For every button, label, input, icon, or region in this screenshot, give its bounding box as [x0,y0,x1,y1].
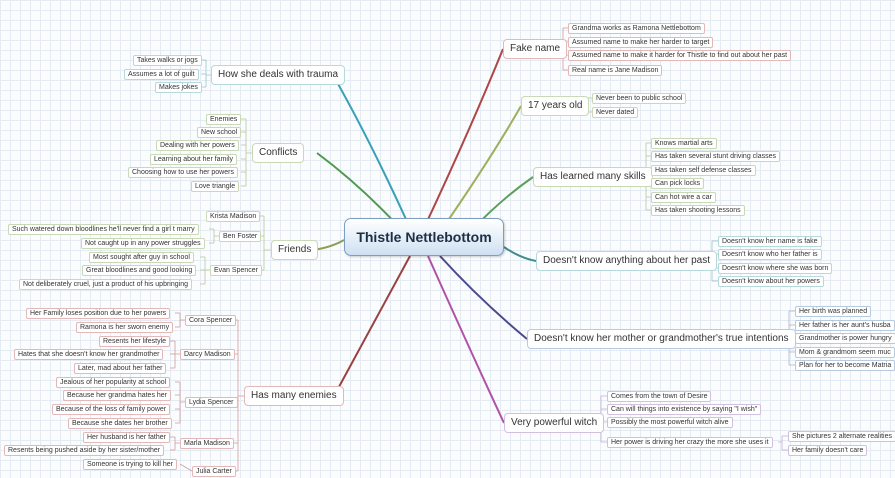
topic-fake-name[interactable]: Fake name [503,39,568,59]
bracket-friends [263,216,271,270]
subtopic-item[interactable]: Doesn't know where she was born [718,263,833,274]
subtopic-item[interactable]: Never been to public school [592,93,687,104]
topic-17-years-old[interactable]: 17 years old [521,96,590,116]
subtopic-item[interactable]: Her Family loses position due to her pow… [26,308,171,319]
subtopic-item[interactable]: Assumed name to make her harder to targe… [568,37,714,48]
enemy-marla-madison[interactable]: Marla Madison [180,438,234,449]
bracket-trauma [205,60,211,87]
enemy-lydia-spencer[interactable]: Lydia Spencer [185,397,238,408]
subtopic-item[interactable]: Assumed name to make it harder for Thist… [568,50,792,61]
bracket-conflicts [245,119,252,186]
branch-fake-name [423,48,504,229]
subtopic-item[interactable]: Assumes a lot of guilt [124,69,199,80]
bracket-enemies [237,320,244,471]
enemy-darcy-madison[interactable]: Darcy Madison [180,349,235,360]
subtopic-item[interactable]: Not deliberately cruel, just a product o… [19,279,192,290]
subtopic-item[interactable]: Learning about her family [150,154,237,165]
topic-friends[interactable]: Friends [271,240,319,260]
subtopic-item[interactable]: Resents her lifestyle [99,336,171,347]
friend-ben-foster[interactable]: Ben Foster [219,231,262,242]
topic-true-intentions[interactable]: Doesn't know her mother or grandmother's… [527,329,796,349]
bracket-lydia [179,382,185,423]
subtopic-item[interactable]: Because of the loss of family power [52,404,171,415]
subtopic-item[interactable]: Has taken several stunt driving classes [651,151,780,162]
subtopic-item[interactable]: Her birth was planned [795,306,872,317]
branch-17-years-old [439,105,522,233]
subtopic-item[interactable]: Grandmother is power hungry [795,333,895,344]
subtopic-item[interactable]: Ramona is her sworn enemy [76,322,174,333]
subtopic-item[interactable]: Doesn't know her name is fake [718,236,822,247]
topic-trauma[interactable]: How she deals with trauma [211,65,346,85]
subtopic-item[interactable]: Has taken self defense classes [651,165,756,176]
topic-many-enemies[interactable]: Has many enemies [244,386,344,406]
subtopic-item[interactable]: Her family doesn't care [788,445,868,456]
subtopic-item[interactable]: Can hot wire a car [651,192,716,203]
bracket-darcy [174,341,180,368]
branch-conflicts [316,152,401,229]
subtopic-item[interactable]: Mom & grandmom seem muc [795,347,895,358]
topic-past[interactable]: Doesn't know anything about her past [536,251,718,271]
subtopic-item[interactable]: Because she dates her brother [68,418,172,429]
enemy-cora-spencer[interactable]: Cora Spencer [185,315,237,326]
subtopic-item[interactable]: Doesn't know who her father is [718,249,822,260]
bracket-marla [174,437,180,450]
tick-julia [179,463,193,472]
central-topic[interactable]: Thistle Nettlebottom [344,218,504,256]
subtopic-item[interactable]: Most sought after guy in school [89,252,194,263]
subtopic-item[interactable]: Jealous of her popularity at school [56,377,171,388]
friend-evan-spencer[interactable]: Evan Spencer [210,265,262,276]
subtopic-item[interactable]: Can pick locks [651,178,705,189]
subtopic-item[interactable]: Knows martial arts [651,138,717,149]
subtopic-item[interactable]: Her husband is her father [83,432,170,443]
branch-true-intentions [439,255,528,340]
subtopic-item[interactable]: Dealing with her powers [156,140,239,151]
subtopic-item[interactable]: Comes from the town of Desire [607,391,712,402]
subtopic-item[interactable]: Doesn't know about her powers [718,276,824,287]
friend-krista-madison[interactable]: Krista Madison [206,211,261,222]
subtopic-item[interactable]: Not caught up in any power struggles [81,238,205,249]
subtopic-item[interactable]: Possibly the most powerful witch alive [607,417,733,428]
bracket-ben [213,229,219,243]
subtopic-item[interactable]: Real name is Jane Madison [568,65,663,76]
subtopic-item[interactable]: Takes walks or jogs [133,55,202,66]
subtopic-item[interactable]: Great bloodlines and good looking [82,265,197,276]
subtopic-item[interactable]: Hates that she doesn't know her grandmot… [14,349,164,360]
subtopic-item[interactable]: Enemies [206,114,242,125]
subtopic-item[interactable]: Love triangle [191,181,240,192]
subtopic-item[interactable]: She pictures 2 alternate realities [788,431,895,442]
subtopic-item[interactable]: Resents being pushed aside by her sister… [4,445,165,456]
subtopic-item[interactable]: Her father is her aunt's husba [795,320,895,331]
subtopic-item[interactable]: Her power is driving her crazy the more … [607,437,773,448]
enemy-julia-carter[interactable]: Julia Carter [192,466,236,477]
branch-powerful-witch [427,255,505,424]
subtopic-item[interactable]: Plan for her to become Matria [795,360,895,371]
branch-past [503,246,537,262]
subtopic-item[interactable]: New school [197,127,242,138]
subtopic-item[interactable]: Later, mad about her father [74,363,167,374]
branch-trauma [332,74,411,229]
subtopic-item[interactable]: Choosing how to use her powers [128,167,238,178]
subtopic-item[interactable]: Grandma works as Ramona Nettlebottom [568,23,705,34]
bracket-evan [204,257,210,284]
branch-many-enemies [333,255,411,397]
topic-conflicts[interactable]: Conflicts [252,143,305,163]
subtopic-item[interactable]: Makes jokes [155,82,202,93]
bracket-crazy [778,436,783,450]
subtopic-item[interactable]: Can will things into existence by saying… [607,404,762,415]
topic-powerful-witch[interactable]: Very powerful witch [504,413,605,433]
topic-many-skills[interactable]: Has learned many skills [533,167,653,187]
bracket-cora [179,313,185,327]
subtopic-item[interactable]: Never dated [592,107,639,118]
subtopic-item[interactable]: Such watered down bloodlines he'll never… [8,224,199,235]
subtopic-item[interactable]: Has taken shooting lessons [651,205,745,216]
subtopic-item[interactable]: Someone is trying to kill her [83,459,177,470]
subtopic-item[interactable]: Because her grandma hates her [63,390,172,401]
